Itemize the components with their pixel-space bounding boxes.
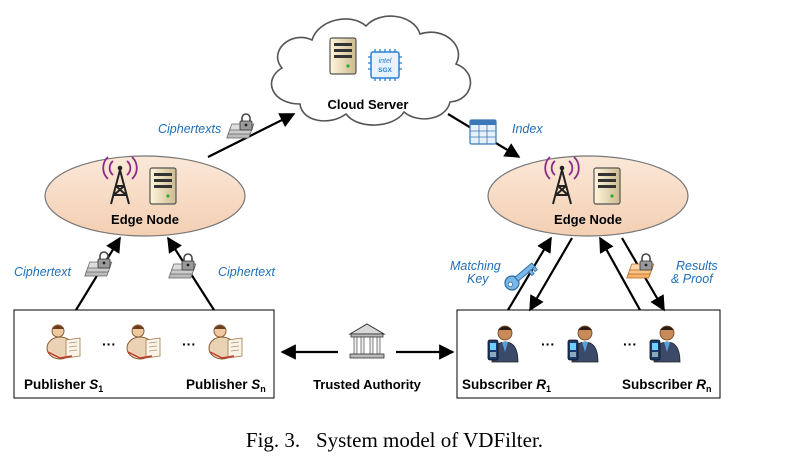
ciphertexts-label: Ciphertexts — [158, 122, 221, 136]
subscriber-last-label: Subscriber Rn — [622, 377, 712, 394]
subscriber-ellipsis: ··· — [623, 336, 637, 352]
caption-prefix: Fig. 3. — [245, 428, 301, 452]
arrow-ciphertexts — [207, 113, 296, 158]
arrow-subscribern-to-edge — [599, 236, 641, 311]
publisher-last-label: Publisher Sn — [186, 377, 266, 394]
arrow-subscriber1-to-edge — [507, 236, 552, 311]
arrow-edge-to-subscriber1 — [529, 237, 573, 312]
index-table-icon — [469, 119, 497, 145]
publisher-ellipsis: ··· — [102, 336, 116, 352]
edge-node-right: Edge Node — [487, 155, 689, 237]
cloud-server-node: intel SGX Cloud Server — [270, 15, 472, 126]
edge-server-icon — [149, 167, 177, 205]
matching-key-label-line1: Matching — [450, 259, 501, 273]
edge-node-right-label: Edge Node — [554, 212, 622, 227]
results-proof-label-line1: Results — [676, 259, 718, 273]
publishers-box: ··· ··· Publisher S1 Publisher Sn — [13, 309, 275, 399]
ciphertext-left-label: Ciphertext — [14, 265, 71, 279]
edge-server-icon — [593, 167, 621, 205]
sgx-chip-icon: intel SGX — [368, 49, 402, 81]
results-proof-label-line2: & Proof — [671, 272, 714, 286]
bank-building-icon — [348, 323, 386, 359]
chip-label-text: SGX — [378, 67, 392, 74]
cloud-server-icon — [329, 37, 357, 75]
publisher-ellipsis: ··· — [182, 336, 196, 352]
encrypted-results-icon — [625, 253, 655, 279]
trusted-authority-label: Trusted Authority — [313, 377, 422, 392]
encrypted-docs-icon — [225, 113, 255, 139]
index-label: Index — [512, 122, 543, 136]
key-icon — [504, 262, 538, 291]
cloud-server-label: Cloud Server — [328, 97, 409, 112]
figure-caption: Fig. 3. System model of VDFilter. — [0, 428, 789, 453]
edge-node-left: Edge Node — [44, 155, 246, 237]
subscriber-ellipsis: ··· — [541, 336, 555, 352]
chip-brand-text: intel — [379, 58, 392, 65]
ciphertext-right-label: Ciphertext — [218, 265, 275, 279]
edge-node-left-label: Edge Node — [111, 212, 179, 227]
caption-text: System model of VDFilter. — [315, 428, 544, 452]
subscriber-first-label: Subscriber R1 — [462, 377, 551, 394]
publisher-first-label: Publisher S1 — [24, 377, 103, 394]
matching-key-label-line2: Key — [467, 272, 489, 286]
encrypted-docs-icon — [167, 253, 197, 279]
subscribers-box: ··· ··· Subscriber R1 Subscriber Rn — [456, 309, 721, 399]
trusted-authority: Trusted Authority — [313, 323, 422, 392]
encrypted-docs-icon — [83, 251, 113, 277]
